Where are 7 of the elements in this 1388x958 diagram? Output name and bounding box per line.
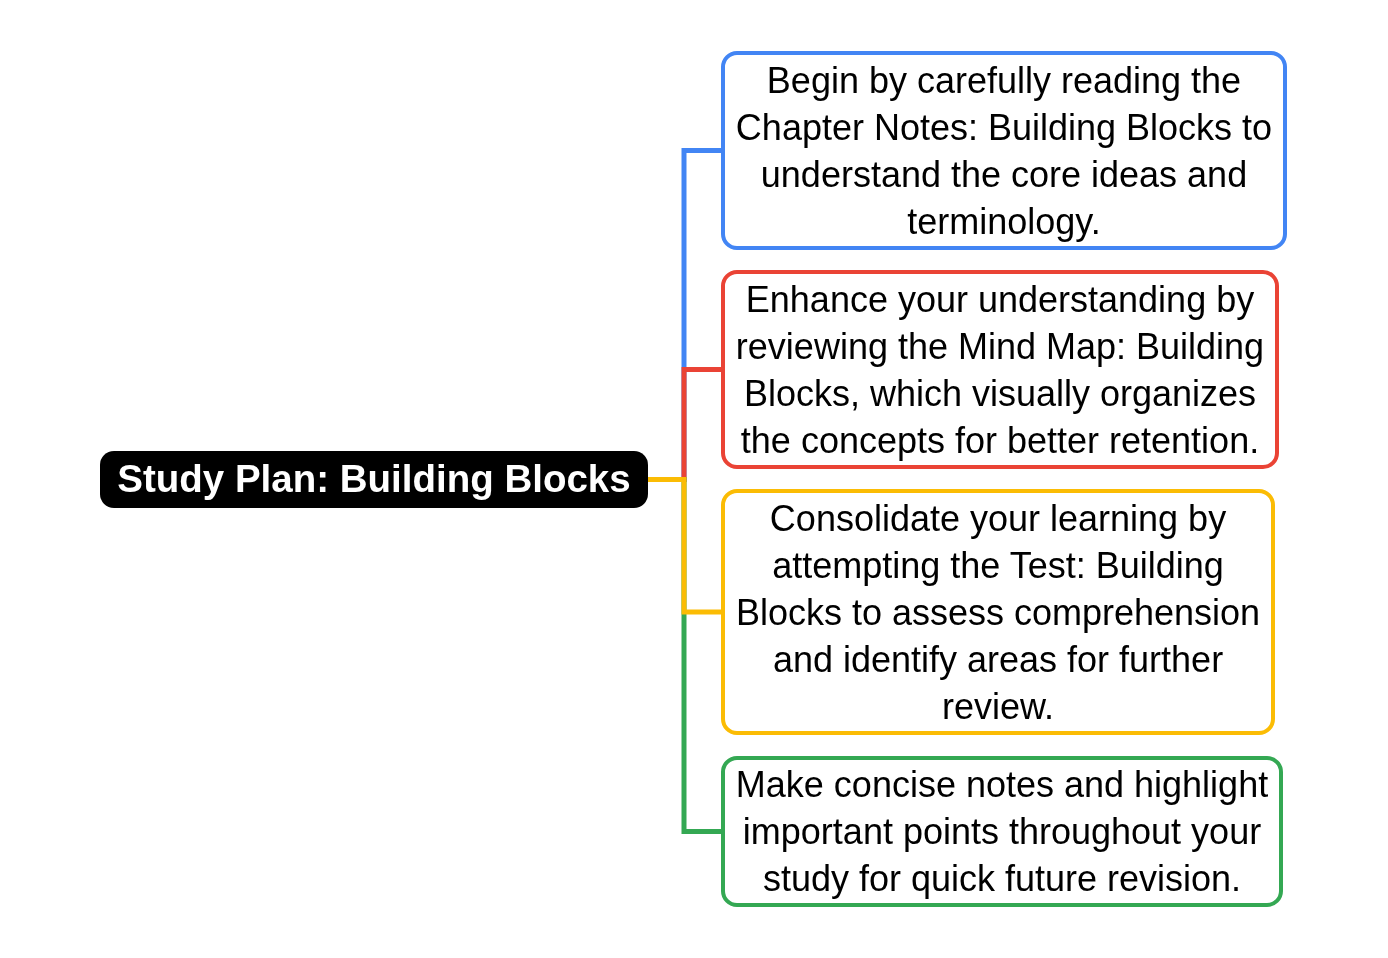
step-text: Consolidate your learning by attempting the Test: Building Blocks to assess comprehension and identify areas for further review. [734, 496, 1262, 729]
step-text: Enhance your understanding by reviewing the Mind Map: Building Blocks, which visually organizes the concepts for better retention. [734, 277, 1266, 463]
step-text: Make concise notes and highlight important points throughout your study for quick future revision. [734, 763, 1270, 901]
topic-title: Study Plan: Building Blocks [117, 456, 631, 503]
step-text: Begin by carefully reading the Chapter Notes: Building Blocks to understand the core ideas and terminology. [734, 58, 1274, 244]
connector-line [648, 477, 721, 615]
topic-box [100, 451, 648, 508]
